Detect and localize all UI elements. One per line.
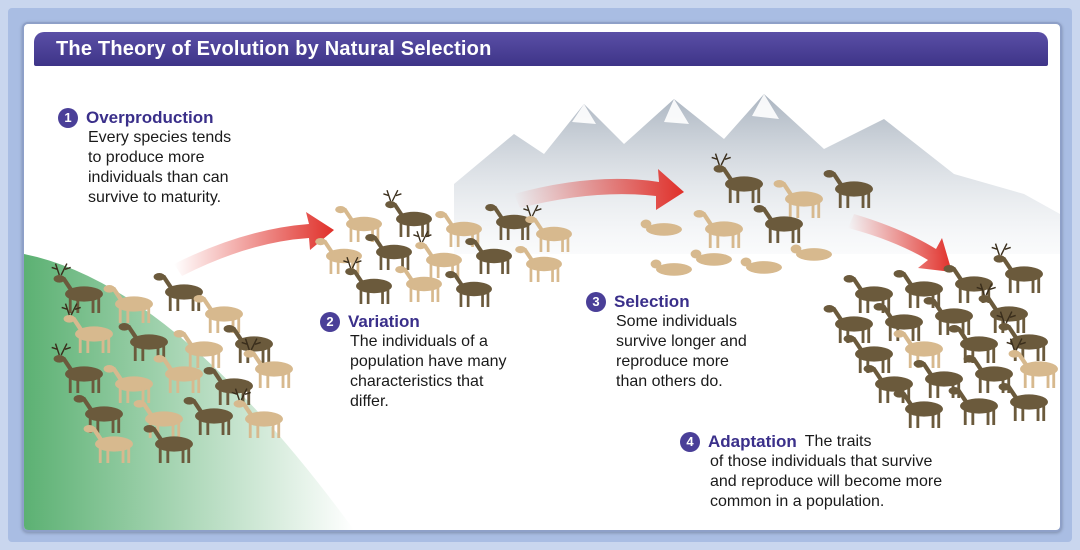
step-title-tail: The traits [805, 432, 872, 452]
step-adaptation: 4 Adaptation The traits of those individua… [680, 432, 942, 512]
step-number-badge: 4 [680, 432, 700, 452]
step-title: Selection [614, 292, 690, 312]
caribou-icon [383, 190, 432, 237]
step-title: Overproduction [86, 108, 214, 128]
caribou-icon [894, 390, 943, 428]
caribou-icon [395, 266, 442, 302]
step-number-badge: 2 [320, 312, 340, 332]
step-number-badge: 3 [586, 292, 606, 312]
caribou-icon [154, 273, 203, 311]
step-overproduction: 1 Overproduction Every species tends to p… [58, 108, 231, 208]
step-text: Some individuals survive longer and repr… [616, 312, 747, 392]
caribou-icon [445, 271, 492, 307]
caribou-icon [365, 234, 412, 270]
caribou-icon [651, 260, 692, 276]
caribou-icon [741, 258, 782, 274]
caribou-icon [315, 238, 362, 274]
caribou-icon [343, 257, 392, 304]
step-text: The individuals of a population have man… [350, 332, 507, 412]
diagram-panel: The Theory of Evolution by Natural Selec… [22, 22, 1062, 532]
step-selection: 3 Selection Some individuals survive long… [586, 292, 747, 392]
step-text: of those individuals that survive and re… [710, 452, 942, 512]
step-variation: 2 Variation The individuals of a populati… [320, 312, 507, 412]
step-title: Adaptation [708, 432, 797, 452]
caribou-icon [194, 295, 243, 333]
arrow-right-icon [174, 212, 334, 276]
diagram-title: The Theory of Evolution by Natural Selec… [56, 38, 492, 61]
caribou-icon [924, 297, 973, 335]
title-bar: The Theory of Evolution by Natural Selec… [34, 32, 1048, 66]
caribou-icon [949, 387, 998, 425]
step-number-badge: 1 [58, 108, 78, 128]
step-text: Every species tends to produce more indi… [88, 128, 231, 208]
step-title: Variation [348, 312, 420, 332]
caribou-icon [999, 383, 1048, 421]
